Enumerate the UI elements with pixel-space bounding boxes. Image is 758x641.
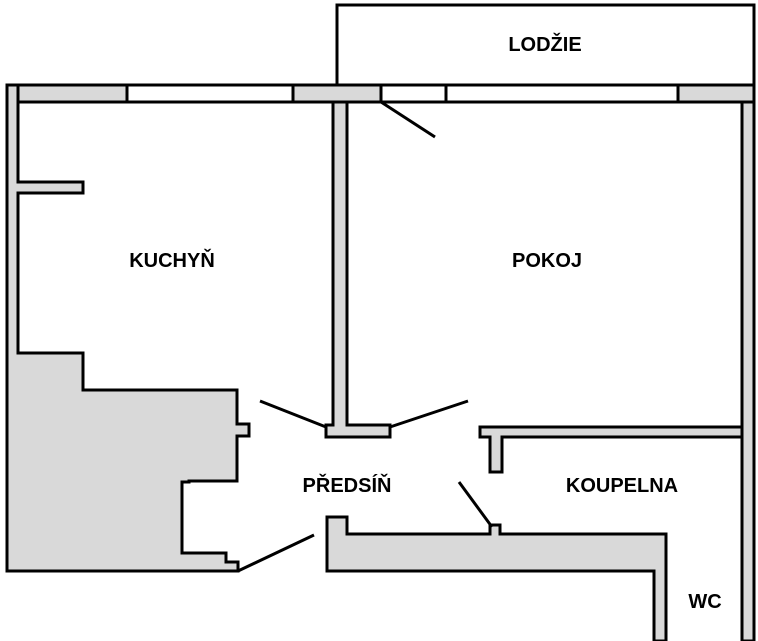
label-wc: WC xyxy=(688,591,721,613)
kitchen-door xyxy=(259,399,327,429)
label-lodzie: LODŽIE xyxy=(508,32,581,56)
room-door xyxy=(389,399,469,429)
right-exterior-wall xyxy=(740,100,756,641)
label-koupelna: KOUPELNA xyxy=(566,475,678,497)
bottom-partition xyxy=(325,515,668,641)
kitchen-room-partition xyxy=(324,100,392,439)
label-predsin: PŘEDSÍŇ xyxy=(303,473,392,497)
bathroom-partition xyxy=(478,425,744,474)
left-wall-and-kitchen-unit xyxy=(5,83,251,573)
entrance-door xyxy=(237,533,315,573)
room-window xyxy=(444,83,680,104)
label-kuchyn: KUCHYŇ xyxy=(129,248,215,272)
label-pokoj: POKOJ xyxy=(512,250,582,272)
loggia-door-opening xyxy=(379,83,448,104)
kitchen-window xyxy=(125,83,295,104)
bathroom-door xyxy=(457,481,494,528)
loggia-door xyxy=(380,100,436,139)
